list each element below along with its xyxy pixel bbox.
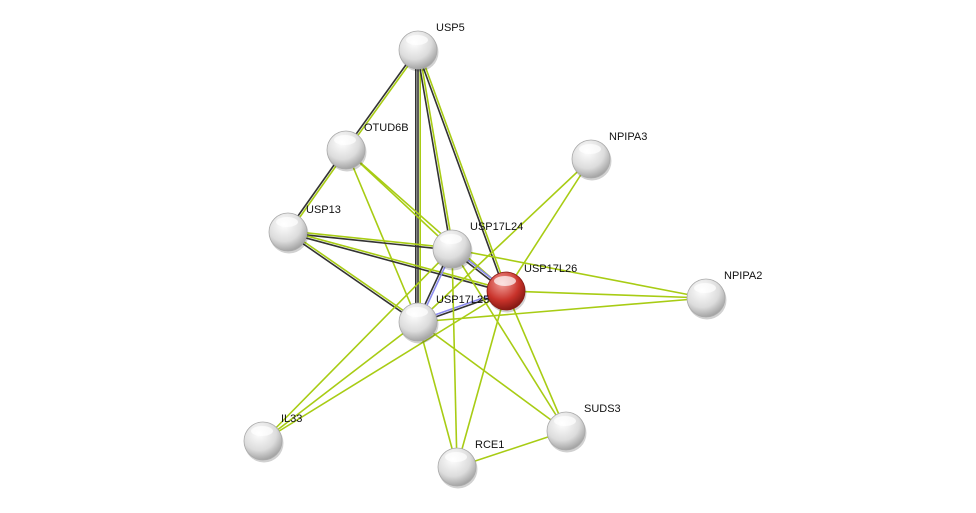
edge-USP17L25-SUDS3[interactable]	[417, 321, 567, 432]
edge-line-textmining	[262, 248, 453, 442]
edge-line-textmining	[418, 49, 508, 291]
node-label: USP13	[306, 204, 341, 216]
edge-line-coexpression	[416, 50, 506, 292]
edge-line-textmining	[505, 290, 707, 299]
node-label: USP5	[436, 22, 465, 34]
edge-line-textmining	[345, 149, 507, 292]
edge-line-coexpression	[344, 48, 418, 150]
node-npipa3[interactable]	[571, 139, 612, 181]
edge-USP5-USP17L25[interactable]	[414, 50, 422, 322]
node-label: RCE1	[475, 439, 505, 451]
node-highlight	[579, 144, 601, 154]
edge-USP17L24-IL33[interactable]	[262, 248, 453, 442]
edge-line-textmining	[417, 321, 567, 432]
node-npipa2[interactable]	[686, 278, 727, 320]
edge-line-textmining	[417, 297, 707, 323]
node-highlight	[440, 234, 462, 244]
node-suds3[interactable]	[546, 411, 587, 453]
node-label: USP17L24	[470, 221, 524, 233]
edge-USP13-USP17L24[interactable]	[287, 230, 453, 251]
edge-line-coexpression	[287, 232, 452, 251]
node-label: NPIPA3	[609, 131, 648, 143]
node-usp17l25[interactable]	[398, 302, 439, 344]
edge-USP17L24-NPIPA2[interactable]	[451, 248, 707, 299]
edge-line-textmining	[451, 248, 458, 468]
edge-USP17L25-NPIPA2[interactable]	[417, 297, 707, 323]
node-usp13[interactable]	[268, 212, 309, 254]
edge-USP17L26-SUDS3[interactable]	[505, 290, 567, 432]
node-highlight	[494, 276, 516, 286]
edge-line-textmining	[288, 230, 507, 291]
edge-USP13-USP17L26[interactable]	[287, 230, 507, 293]
edge-line-textmining	[505, 290, 567, 432]
edge-line-coexpression	[416, 50, 452, 250]
node-usp5[interactable]	[398, 30, 439, 72]
node-highlight	[251, 426, 273, 436]
node-highlight	[406, 307, 428, 317]
node-usp17l26[interactable]	[486, 271, 527, 313]
node-otud6b[interactable]	[326, 130, 367, 172]
node-highlight	[694, 283, 716, 293]
node-label: OTUD6B	[364, 122, 409, 134]
edge-USP17L25-IL33[interactable]	[262, 321, 419, 442]
edge-USP13-USP17L25[interactable]	[286, 230, 420, 324]
node-label: USP17L26	[524, 263, 578, 275]
node-label: SUDS3	[584, 403, 621, 415]
node-il33[interactable]	[243, 421, 284, 463]
edge-USP17L26-RCE1[interactable]	[456, 290, 507, 468]
edge-line-textmining	[288, 230, 453, 249]
edge-OTUD6B-USP17L26[interactable]	[345, 149, 507, 292]
edge-line-textmining	[417, 321, 458, 468]
edge-line-textmining	[456, 290, 507, 468]
edge-USP17L26-IL33[interactable]	[262, 290, 507, 442]
edge-line-textmining	[345, 149, 419, 323]
node-highlight	[445, 452, 467, 462]
edge-line-coexpression	[287, 232, 506, 293]
edge-line-textmining	[505, 158, 592, 292]
node-label: USP17L25	[436, 294, 490, 306]
edge-USP17L24-RCE1[interactable]	[451, 248, 458, 468]
edge-USP5-USP17L24[interactable]	[416, 49, 454, 250]
node-highlight	[554, 416, 576, 426]
edge-USP5-OTUD6B[interactable]	[344, 48, 420, 152]
node-rce1[interactable]	[437, 447, 478, 489]
edge-line-textmining	[451, 248, 567, 432]
node-highlight	[334, 135, 356, 145]
edge-line-textmining	[417, 158, 592, 323]
edge-line-textmining	[451, 248, 707, 299]
edge-line-textmining	[346, 50, 420, 152]
edge-line-textmining	[288, 230, 420, 322]
node-highlight	[406, 35, 428, 45]
node-usp17l24[interactable]	[432, 229, 473, 271]
edge-USP17L26-NPIPA2[interactable]	[505, 290, 707, 299]
edge-USP5-USP17L26[interactable]	[416, 49, 508, 292]
edge-USP17L25-RCE1[interactable]	[417, 321, 458, 468]
node-highlight	[276, 217, 298, 227]
edge-OTUD6B-USP17L25[interactable]	[345, 149, 419, 323]
node-label: IL33	[281, 413, 303, 425]
edge-line-textmining	[262, 321, 419, 442]
edge-USP17L24-SUDS3[interactable]	[451, 248, 567, 432]
edge-NPIPA3-USP17L26[interactable]	[505, 158, 592, 292]
edge-line-coexpression	[286, 232, 418, 324]
edge-NPIPA3-USP17L25[interactable]	[417, 158, 592, 323]
edge-line-textmining	[262, 290, 507, 442]
edge-line-textmining	[418, 49, 454, 249]
node-label: NPIPA2	[724, 270, 763, 282]
